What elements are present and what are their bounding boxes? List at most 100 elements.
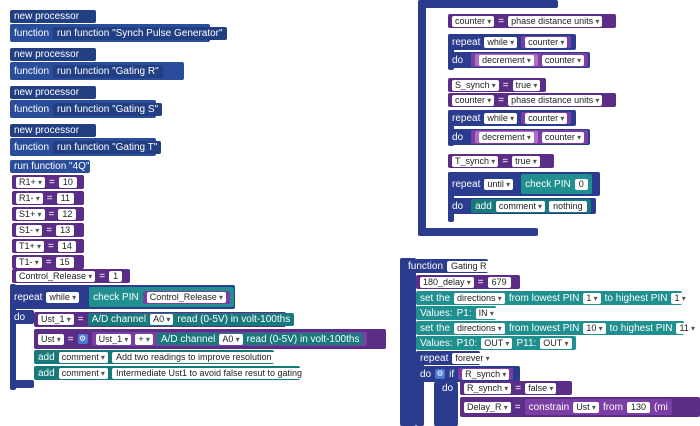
value-field[interactable]: 14 xyxy=(57,240,76,252)
operand-dropdown[interactable]: Ust_1 xyxy=(95,333,132,345)
repeat-while-block-2[interactable]: repeat while counter xyxy=(448,110,576,126)
repeat-mode-dropdown[interactable]: while xyxy=(484,36,518,48)
run-function-call[interactable]: run function "Gating S" xyxy=(53,102,163,116)
lowest-pin-dropdown[interactable]: 10 xyxy=(583,322,606,334)
pin-field[interactable]: 0 xyxy=(574,178,588,190)
variable-dropdown[interactable]: counter xyxy=(541,131,585,143)
directions-dropdown[interactable]: directions xyxy=(454,322,505,334)
value-field[interactable]: 13 xyxy=(56,224,75,236)
value-field[interactable]: 1 xyxy=(109,270,123,282)
ad-channel-block[interactable]: A/D channel A0 read (0-5V) in volt-100th… xyxy=(156,333,364,345)
gear-icon[interactable]: ⚙ xyxy=(77,334,88,344)
comment-block-2[interactable]: add comment Intermediate Ust1 to avoid f… xyxy=(34,366,307,380)
assign-delay-r[interactable]: Delay_R = constrain Ust from 130 (mi xyxy=(460,397,700,417)
math-add-block[interactable]: Ust_1 + A/D channel A0 read (0-5V) in vo… xyxy=(91,332,368,346)
pin-dropdown[interactable]: Control_Release xyxy=(146,291,226,303)
assign-counter-1[interactable]: counter = phase distance units xyxy=(448,14,616,28)
variable-dropdown[interactable]: counter xyxy=(525,112,568,124)
assign-r1-minus[interactable]: R1- = 11 xyxy=(12,191,84,205)
p11-dropdown[interactable]: OUT xyxy=(540,337,572,349)
value-field[interactable]: 15 xyxy=(55,256,74,268)
variable-dropdown[interactable]: Ust xyxy=(38,333,64,345)
pin-variable[interactable]: Control_Release xyxy=(142,290,230,304)
condition-variable[interactable]: counter xyxy=(521,36,572,48)
repeat-forever-block[interactable]: repeat forever xyxy=(416,351,493,365)
processor-function-row-2[interactable]: function run function "Gating R" xyxy=(10,62,184,80)
variable-dropdown[interactable]: counter xyxy=(452,15,495,27)
comment-text-field[interactable]: Intermediate Ust1 to avoid false resut t… xyxy=(111,367,307,379)
variable-dropdown[interactable]: S1+ xyxy=(16,208,45,220)
values-row-2[interactable]: Values: P10: OUT P11: OUT xyxy=(416,336,576,350)
variable-dropdown[interactable]: S_synch xyxy=(452,79,499,91)
decrement-op[interactable]: decrement xyxy=(475,131,538,143)
variable-dropdown[interactable]: Control_Release xyxy=(16,270,96,282)
repeat-while-block[interactable]: repeat while check PIN Control_Release xyxy=(10,285,235,309)
run-function-call[interactable]: run function "Gating T" xyxy=(53,140,162,154)
condition-variable[interactable]: R_synch xyxy=(458,368,514,380)
variable-dropdown[interactable]: R1- xyxy=(16,192,43,204)
processor-function-row-3[interactable]: function run function "Gating S" xyxy=(10,100,163,118)
value-dropdown[interactable]: true xyxy=(512,79,541,91)
value-field[interactable]: 12 xyxy=(58,208,77,220)
value-dropdown[interactable]: phase distance units xyxy=(508,94,603,106)
do-row-3[interactable]: do add comment nothing xyxy=(448,198,596,214)
assign-ust-1[interactable]: Ust_1 = A/D channel A0 read (0-5V) in vo… xyxy=(34,312,295,327)
variable-dropdown[interactable]: R_synch xyxy=(462,368,510,380)
value-dropdown[interactable]: true xyxy=(512,155,540,167)
assign-r-synch[interactable]: R_synch = false xyxy=(460,381,572,395)
p1-dropdown[interactable]: IN xyxy=(475,307,497,319)
run-function-4q[interactable]: run function "4Q" xyxy=(10,160,90,173)
operation-dropdown[interactable]: decrement xyxy=(479,54,534,66)
assign-ust[interactable]: Ust = ⚙ Ust_1 + A/D channel A0 read (0-5… xyxy=(34,329,386,349)
comment-block[interactable]: add comment nothing xyxy=(471,199,591,213)
assign-s1-minus[interactable]: S1- = 13 xyxy=(12,223,84,237)
new-processor-block-1[interactable]: new processor xyxy=(10,10,96,23)
variable-dropdown[interactable]: Delay_R xyxy=(464,401,511,413)
run-function-call[interactable]: run function "Synch Pulse Generator" xyxy=(53,26,227,40)
ad-channel-block[interactable]: A/D channel A0 read (0-5V) in volt-100th… xyxy=(87,313,295,326)
assign-r1-plus[interactable]: R1+ = 10 xyxy=(12,175,84,189)
variable-dropdown[interactable]: Ust_1 xyxy=(38,314,74,325)
gear-icon[interactable]: ⚙ xyxy=(435,369,446,379)
comment-dropdown[interactable]: comment xyxy=(58,367,108,379)
highest-pin-dropdown[interactable]: 1 xyxy=(671,292,689,304)
do-row-1[interactable]: do decrement counter xyxy=(448,52,590,68)
comment-dropdown[interactable]: comment xyxy=(495,200,546,212)
if-row[interactable]: do ⚙ if R_synch xyxy=(416,366,520,382)
variable-dropdown[interactable]: R1+ xyxy=(16,176,46,188)
variable-dropdown[interactable]: counter xyxy=(452,94,495,106)
do-row-2[interactable]: do decrement counter xyxy=(448,129,590,145)
channel-dropdown[interactable]: A0 xyxy=(150,314,174,325)
comment-dropdown[interactable]: comment xyxy=(58,351,108,363)
repeat-mode-dropdown[interactable]: until xyxy=(484,178,514,190)
assign-t-synch[interactable]: T_synch = true xyxy=(448,154,554,168)
variable-dropdown[interactable]: S1- xyxy=(16,224,43,236)
channel-dropdown[interactable]: A0 xyxy=(219,333,243,345)
p10-dropdown[interactable]: OUT xyxy=(481,337,513,349)
lowest-pin-dropdown[interactable]: 1 xyxy=(583,292,601,304)
assign-s1-plus[interactable]: S1+ = 12 xyxy=(12,207,84,221)
variable-dropdown[interactable]: T1+ xyxy=(16,240,45,252)
min-field[interactable]: 130 xyxy=(626,401,650,413)
operation-dropdown[interactable]: decrement xyxy=(479,131,534,143)
set-directions-2[interactable]: set the directions from lowest PIN 10 to… xyxy=(416,321,699,335)
decrement-op[interactable]: decrement xyxy=(475,54,538,66)
assign-s-synch[interactable]: S_synch = true xyxy=(448,78,546,92)
operand-dropdown[interactable]: Ust xyxy=(573,401,599,413)
highest-pin-dropdown[interactable]: 11 xyxy=(676,322,699,334)
decrement-block[interactable]: decrement counter xyxy=(471,53,589,67)
value-field[interactable]: 10 xyxy=(58,176,77,188)
function-name-field[interactable]: Gating R xyxy=(447,260,491,272)
assign-t1-plus[interactable]: T1+ = 14 xyxy=(12,239,84,253)
value-field[interactable]: 679 xyxy=(487,276,511,288)
function-gating-r[interactable]: function Gating R xyxy=(404,259,491,273)
value-field[interactable]: 11 xyxy=(56,192,74,204)
repeat-mode-dropdown[interactable]: while xyxy=(46,291,80,303)
condition-variable[interactable]: counter xyxy=(521,112,572,124)
repeat-until-block[interactable]: repeat until check PIN 0 xyxy=(448,172,600,196)
variable-dropdown[interactable]: T1- xyxy=(16,256,42,268)
assign-control-release[interactable]: Control_Release = 1 xyxy=(12,269,130,283)
check-pin-block[interactable]: check PIN Control_Release xyxy=(89,287,234,307)
check-pin-block[interactable]: check PIN 0 xyxy=(521,174,592,194)
variable-dropdown[interactable]: 180_delay xyxy=(420,276,474,288)
